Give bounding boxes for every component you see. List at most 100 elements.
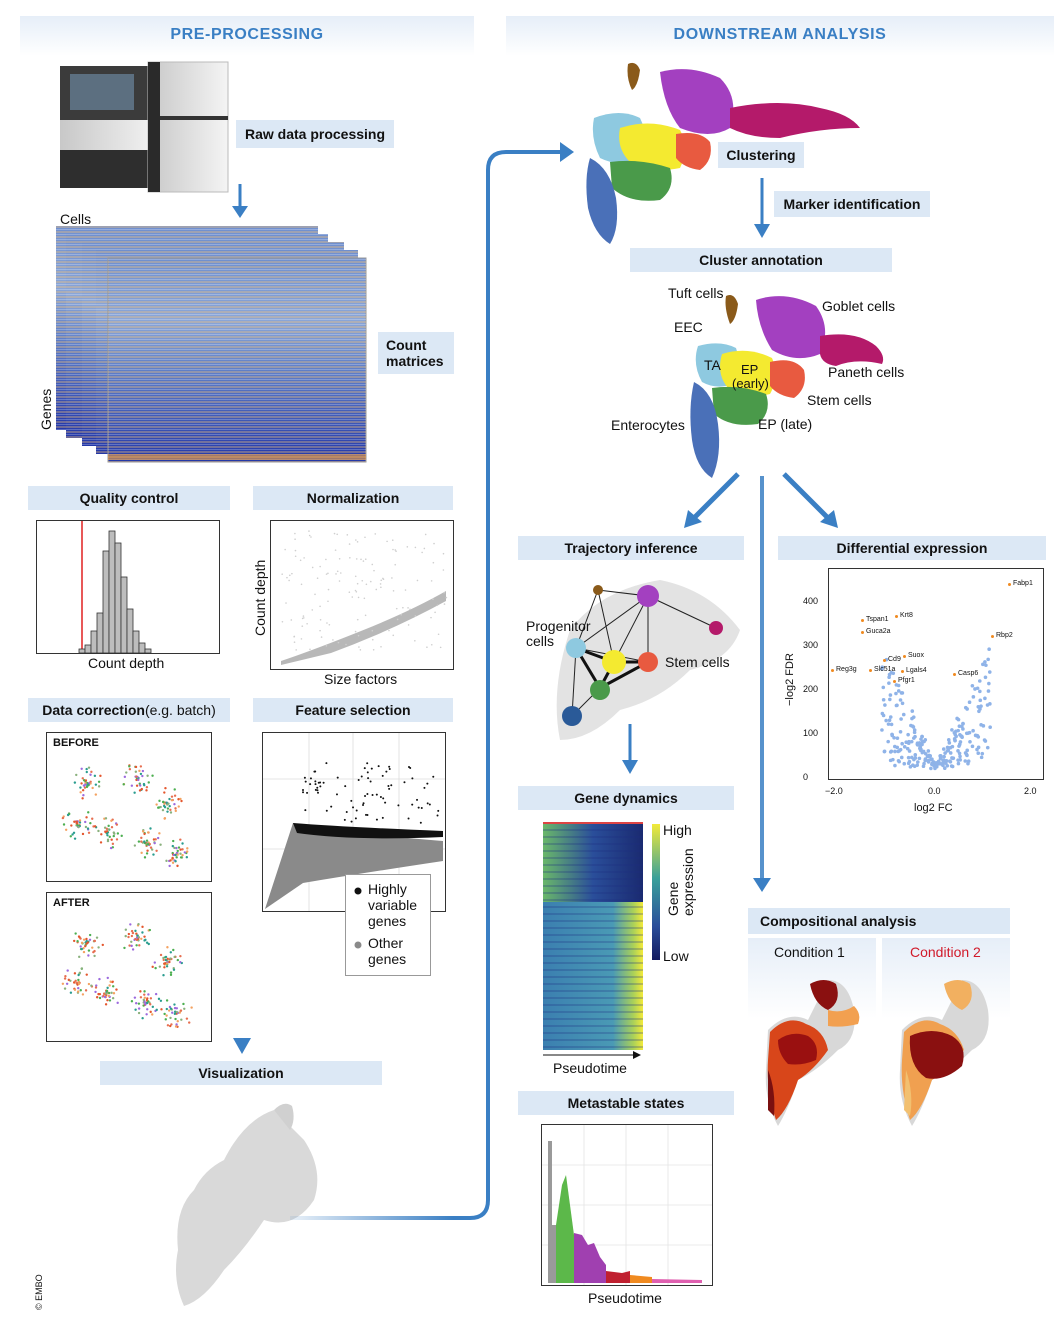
- tsne-point: [82, 950, 86, 954]
- tsne-point: [84, 783, 87, 786]
- norm-point: [288, 579, 290, 582]
- normalization-box: Normalization: [253, 486, 453, 510]
- norm-point: [319, 618, 322, 621]
- norm-point: [442, 552, 445, 555]
- tsne-point: [142, 998, 145, 1002]
- tsne-point: [66, 813, 70, 817]
- norm-point: [316, 577, 319, 580]
- tsne-point: [143, 993, 146, 996]
- volcano-point: [987, 681, 991, 686]
- hvg-point: [371, 793, 374, 796]
- volcano-ytick: 300: [803, 640, 819, 650]
- volcano-point: [896, 749, 901, 754]
- norm-point: [388, 629, 390, 632]
- tsne-point: [179, 797, 182, 801]
- clustering-box: Clustering: [718, 142, 804, 168]
- tsne-point: [179, 961, 182, 964]
- tsne-point: [109, 980, 112, 983]
- before-label: BEFORE: [53, 737, 99, 749]
- volcano-point: [947, 741, 952, 745]
- tsne-point: [149, 997, 153, 1000]
- tsne-point: [106, 999, 109, 1002]
- norm-point: [337, 641, 340, 644]
- volcano-point: [889, 722, 894, 727]
- hvg-point: [384, 801, 387, 804]
- hvg-point: [309, 783, 312, 786]
- tsne-point: [80, 941, 84, 945]
- volcano-point: [944, 759, 949, 763]
- volcano-point: [890, 732, 894, 737]
- norm-point: [294, 532, 296, 535]
- volcano-point: [964, 752, 969, 757]
- norm-point: [364, 614, 367, 617]
- hvg-point: [357, 779, 360, 782]
- tsne-point: [130, 934, 134, 938]
- tsne-point: [77, 982, 81, 986]
- tsne-point: [155, 849, 158, 852]
- norm-point: [363, 597, 366, 600]
- tsne-point: [85, 937, 88, 941]
- volcano-ytick: 100: [803, 728, 819, 738]
- volcano-point: [905, 746, 910, 751]
- norm-point: [426, 646, 428, 649]
- tsne-point: [185, 1017, 189, 1020]
- tsne-point: [93, 939, 97, 943]
- tsne-point: [82, 779, 86, 782]
- norm-point: [392, 548, 394, 551]
- volcano-point: [887, 718, 892, 723]
- volcano-point: [964, 731, 969, 736]
- label-goblet-cells: Goblet cells: [822, 298, 896, 314]
- volcano-point: [902, 745, 907, 749]
- volcano-point: [967, 700, 972, 705]
- tsne-point: [154, 992, 158, 996]
- volcano-point: [977, 709, 981, 714]
- volcano-point: [901, 712, 906, 717]
- tsne-point: [80, 767, 83, 770]
- volcano-gene-label: Fabp1: [1013, 580, 1033, 587]
- hvg-point: [381, 774, 384, 777]
- hvg-point: [366, 813, 369, 816]
- tsne-point: [139, 772, 143, 776]
- volcano-highlight-point: [901, 670, 904, 673]
- metastable-states-box: Metastable states: [518, 1091, 734, 1115]
- tsne-point: [181, 853, 184, 857]
- tsne-point: [161, 800, 165, 804]
- tsne-point: [77, 973, 80, 977]
- hvg-point: [388, 765, 391, 768]
- volcano-point: [958, 754, 962, 759]
- tsne-point: [141, 830, 145, 833]
- tsne-point: [175, 1010, 179, 1014]
- tsne-point: [93, 949, 96, 953]
- tsne-point: [111, 985, 115, 988]
- norm-point: [414, 639, 416, 642]
- hvg-point: [407, 817, 410, 820]
- tsne-point: [178, 1011, 182, 1014]
- volcano-point: [900, 741, 904, 746]
- norm-point: [402, 606, 404, 609]
- tsne-point: [146, 774, 149, 777]
- volcano-point: [913, 756, 918, 760]
- tsne-point: [147, 993, 150, 996]
- volcano-point: [988, 725, 992, 730]
- norm-point: [291, 572, 293, 575]
- tsne-point: [171, 861, 175, 864]
- norm-point: [394, 563, 397, 566]
- norm-point: [356, 541, 359, 543]
- tsne-point: [149, 1003, 152, 1006]
- norm-point: [300, 583, 303, 586]
- tsne-point: [168, 1005, 172, 1009]
- hvg-point: [313, 770, 316, 773]
- volcano-point: [968, 739, 972, 744]
- norm-point: [311, 609, 314, 611]
- volcano-point: [956, 761, 961, 766]
- tsne-point: [77, 980, 81, 983]
- tsne-point: [138, 784, 142, 787]
- volcano-point: [963, 705, 968, 710]
- tsne-point: [98, 996, 102, 1000]
- tsne-point: [159, 999, 163, 1002]
- tsne-point: [158, 799, 161, 803]
- tsne-point: [95, 996, 99, 999]
- volcano-point: [976, 704, 981, 709]
- hvg-point: [352, 806, 355, 809]
- tsne-point: [134, 770, 138, 773]
